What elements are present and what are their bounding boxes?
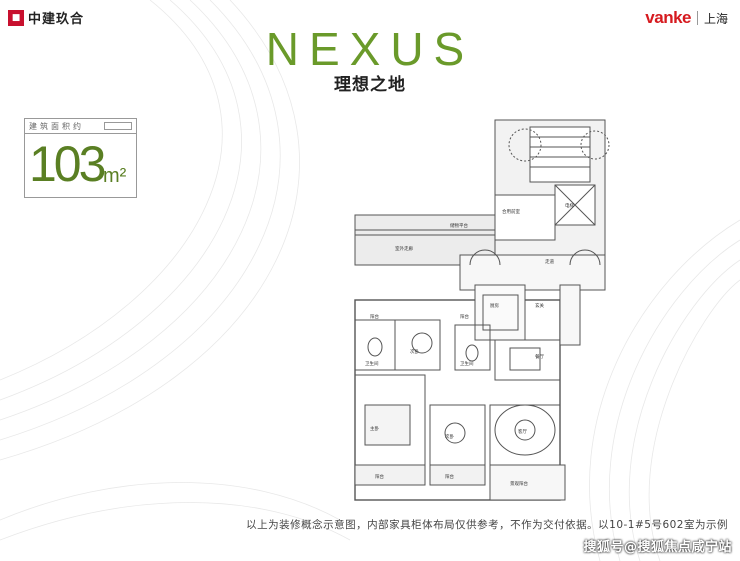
room-label-elevator: 电梯 <box>565 202 574 209</box>
room-label-bath2: 卫生间 <box>460 360 474 367</box>
room-label-multi-room: 合用前室 <box>502 208 520 215</box>
disclaimer-text: 以上为装修概念示意图，内部家具柜体布局仅供参考，不作为交付依据。以10-1#5号… <box>246 519 728 531</box>
room-label-living: 客厅 <box>518 428 527 435</box>
partner-name: vanke <box>645 8 691 27</box>
room-label-balcony4: 阳台 <box>445 473 454 480</box>
room-label-balcony3: 阳台 <box>375 473 384 480</box>
room-label-bath1: 卫生间 <box>365 360 379 367</box>
room-label-bedroom2: 次卧 <box>410 348 419 355</box>
project-slogan: 理想之地 <box>334 75 406 95</box>
room-label-living-balcony: 景观阳台 <box>510 480 528 487</box>
room-label-storage-top: 储物平台 <box>450 222 468 229</box>
partner-logo: vanke 上海 <box>645 8 728 28</box>
area-label: 建筑面积约 <box>29 121 84 131</box>
area-box: 建筑面积约 103 m² <box>24 118 137 198</box>
area-header: 建筑面积约 <box>25 119 136 134</box>
partner-city: 上海 <box>703 11 728 26</box>
logo-divider <box>696 11 698 25</box>
area-unit: m² <box>103 165 127 187</box>
developer-logo-icon: ■ <box>8 9 24 26</box>
multi-room <box>494 194 556 241</box>
room-label-corridor: 室外走廊 <box>395 245 413 252</box>
room-label-entry: 玄关 <box>535 302 544 309</box>
room-label-lobby: 走道 <box>545 258 554 265</box>
developer-name: 中建玖合 <box>28 12 85 27</box>
developer-logo: ■ 中建玖合 <box>8 8 84 27</box>
room-label-master: 主卧 <box>370 425 379 432</box>
watermark: 搜狐号@搜狐焦点咸宁站 <box>583 540 732 555</box>
room-label-balcony1: 阳台 <box>370 313 379 320</box>
area-value: 103 <box>29 136 106 192</box>
area-tag <box>104 122 132 130</box>
room-label-bedroom3: 次卧 <box>445 433 454 440</box>
floor-plan: 储物平台 室外走廊 合用前室 电梯 走道 厨房 玄关 阳台 次卧 阳台 卫生间 … <box>354 119 610 501</box>
project-title: NEXUS <box>265 23 475 75</box>
stair-well <box>529 126 591 183</box>
room-label-balcony2: 阳台 <box>460 313 469 320</box>
room-label-dining: 餐厅 <box>535 353 544 360</box>
room-label-kitchen: 厨房 <box>490 302 499 309</box>
